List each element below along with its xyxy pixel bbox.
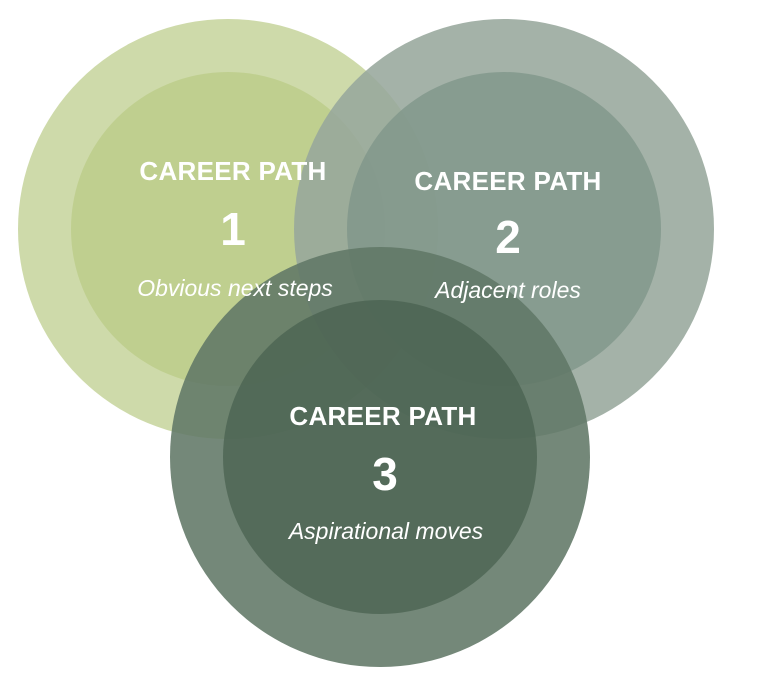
circle-title-path-3: CAREER PATH <box>289 401 476 431</box>
circle-group-path-3 <box>170 247 590 667</box>
circle-subtitle-path-3: Aspirational moves <box>287 518 484 544</box>
circle-title-path-1: CAREER PATH <box>139 156 326 186</box>
circle-number-path-3: 3 <box>372 448 398 500</box>
circle-number-path-2: 2 <box>495 211 521 263</box>
circle-number-path-1: 1 <box>220 203 246 255</box>
circle-subtitle-path-1: Obvious next steps <box>137 275 333 301</box>
circle-title-path-2: CAREER PATH <box>414 166 601 196</box>
inner-circle-path-3 <box>223 300 537 614</box>
circle-subtitle-path-2: Adjacent roles <box>433 277 581 303</box>
